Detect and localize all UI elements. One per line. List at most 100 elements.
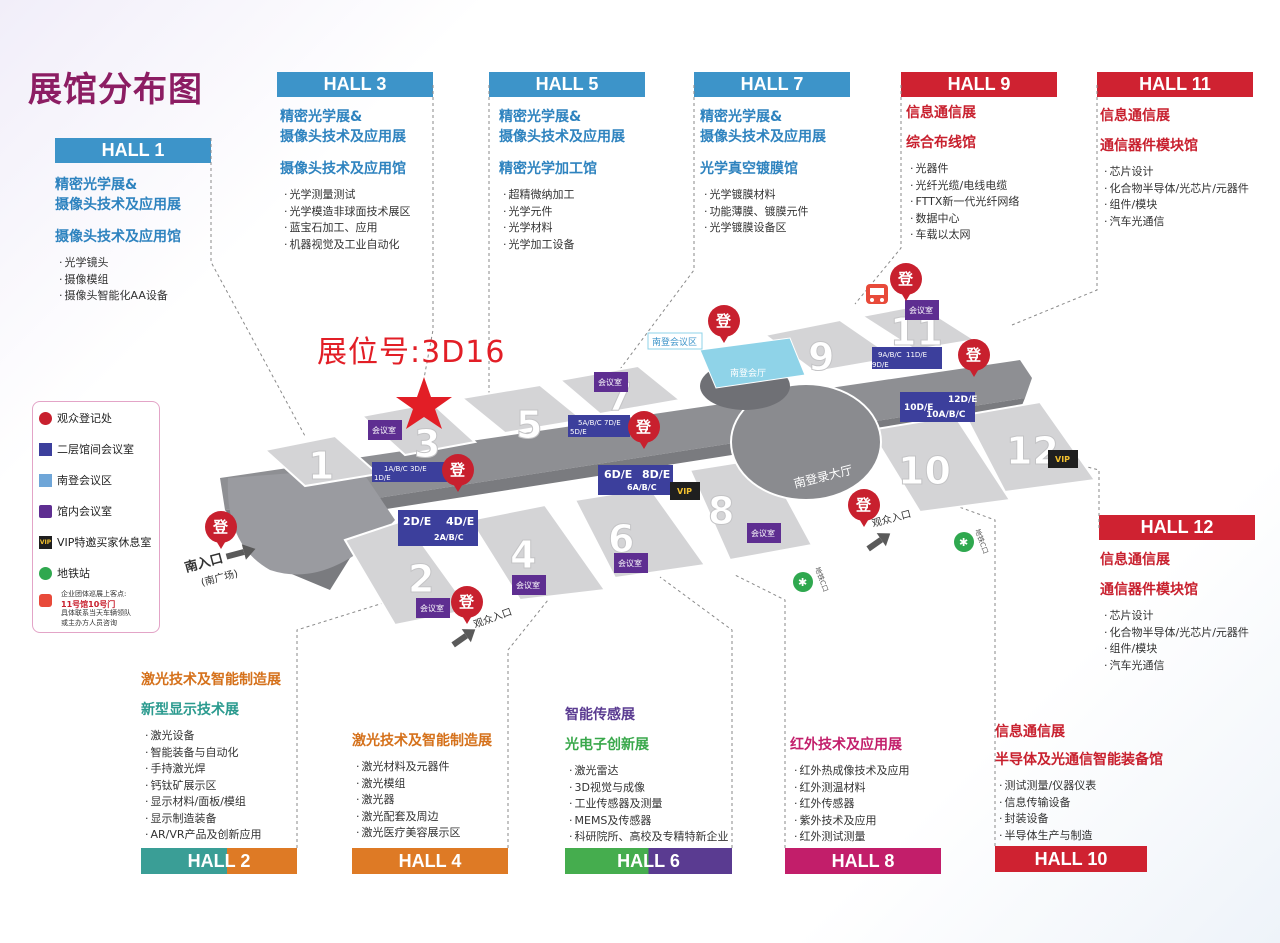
hall-number-8: 8 [708, 489, 734, 533]
second-floor-room-icon [39, 442, 52, 456]
list-item: 激光雷达 [569, 763, 735, 780]
hall8-panel: 红外技术及应用展 红外热成像技术及应用 红外测温材料 红外传感器 紫外技术及应用… [790, 735, 950, 846]
in-hall-room-6 [614, 553, 648, 573]
hall10-subtitle-2: 半导体及光通信智能装备馆 [995, 752, 1163, 768]
list-item: 信息传输设备 [999, 795, 1195, 812]
registration-pin-icon: 登 [848, 489, 880, 527]
south-conf-hall-label: 南登会厅 [730, 367, 766, 379]
list-item: 蓝宝石加工、应用 [284, 220, 490, 237]
hall9-subtitle-2: 综合布线馆 [906, 135, 976, 151]
hall-4-block [468, 503, 607, 602]
list-item: 光学镀膜设备区 [704, 220, 910, 237]
hall11-header: HALL 11 [1097, 72, 1253, 97]
list-item: 激光设备 [145, 728, 301, 745]
hall12-header: HALL 12 [1099, 515, 1255, 540]
hall-number-10: 10 [898, 449, 951, 493]
conf-label: 11D/E [906, 351, 927, 359]
hall2-panel: 激光技术及智能制造展 新型显示技术展 激光设备 智能装备与自动化 手持激光焊 钙… [141, 670, 301, 844]
list-item: 功能薄膜、镀膜元件 [704, 204, 910, 221]
list-item: 智能装备与自动化 [145, 745, 301, 762]
hall6-subtitle-1: 智能传感展 [565, 707, 635, 723]
registration-pins: 登 登 登 登 登 登 登 登 [205, 263, 990, 624]
legend-label: VIP特邀买家休息室 [57, 536, 152, 549]
hall1-subtitle-2: 摄像头技术及应用展 [55, 197, 181, 213]
registration-pin-icon: 登 [628, 411, 660, 449]
leader-line [507, 599, 549, 848]
legend-row: 观众登记处 [39, 410, 112, 426]
list-item: 科研院所、高校及专精特新企业 [569, 829, 735, 846]
list-item: 光学镜头 [59, 255, 265, 272]
hall9-header: HALL 9 [901, 72, 1057, 97]
leader-line [210, 138, 306, 437]
hall3-panel: 精密光学展& 摄像头技术及应用展 摄像头技术及应用馆 光学测量测试 光学模造非球… [280, 107, 490, 253]
in-hall-room-label: 会议室 [751, 528, 775, 538]
hall9-subtitle-1: 信息通信展 [906, 105, 976, 121]
list-item: 芯片设计 [1104, 608, 1270, 625]
hall-number-1: 1 [308, 444, 334, 488]
hall6-footer: HALL 6 [565, 848, 732, 874]
hall5-header: HALL 5 [489, 72, 645, 97]
svg-text:登: 登 [897, 270, 914, 288]
bus-note-line: 具体联系当天车辆领队 [61, 609, 131, 617]
registration-pin-icon: 登 [958, 339, 990, 377]
hall2-items: 激光设备 智能装备与自动化 手持激光焊 钙钛矿展示区 显示材料/面板/模组 显示… [141, 728, 301, 844]
metro-exit-label: 地铁C口 [813, 566, 830, 593]
legend-bus-note: 企业团体巡展上客点: 11号馆10号门 具体联系当天车辆领队 或主办方人员咨询 [61, 590, 155, 628]
hall3-header: HALL 3 [277, 72, 433, 97]
in-hall-room-label: 会议室 [420, 603, 444, 613]
conf-label: 1A/B/C [384, 465, 408, 473]
metro-icon [39, 566, 52, 580]
conf-label: 10A/B/C [926, 410, 966, 420]
conf-label: 6A/B/C [627, 483, 657, 492]
in-hall-room-label: 会议室 [618, 558, 642, 568]
hall1-title: 摄像头技术及应用馆 [55, 229, 181, 245]
list-item: 激光材料及元器件 [356, 759, 512, 776]
svg-text:✱: ✱ [959, 536, 968, 549]
leader-line [659, 576, 733, 848]
list-item: 光纤光缆/电线电缆 [910, 178, 1116, 195]
south-entrance-arrow-icon [225, 544, 256, 560]
hall5-title: 精密光学加工馆 [499, 161, 597, 177]
vip-room-12 [1048, 450, 1078, 468]
vip-icon: VIP [39, 535, 52, 549]
leader-line [611, 85, 695, 381]
hall10-footer: HALL 10 [995, 846, 1147, 872]
svg-text:登: 登 [855, 496, 872, 514]
metro-icon: ✱ [954, 532, 974, 552]
registration-pin-icon: 登 [708, 305, 740, 343]
list-item: 机器视觉及工业自动化 [284, 237, 490, 254]
hall3-title: 摄像头技术及应用馆 [280, 161, 406, 177]
bus-icon [866, 284, 888, 304]
hall1-panel: 精密光学展& 摄像头技术及应用展 摄像头技术及应用馆 光学镜头 摄像模组 摄像头… [55, 175, 265, 305]
list-item: 激光器 [356, 792, 512, 809]
conf-label: 8D/E [642, 468, 670, 481]
south-conf-zone-icon [39, 473, 52, 487]
in-hall-room-8 [747, 523, 781, 543]
hall11-items: 芯片设计 化合物半导体/光芯片/元器件 组件/模块 汽车光通信 [1100, 164, 1270, 230]
hall-3-block [359, 401, 478, 457]
leader-line [939, 499, 996, 846]
conf-label: 4D/E [446, 515, 474, 528]
list-item: 组件/模块 [1104, 197, 1270, 214]
hall-number-5: 5 [516, 403, 542, 447]
list-item: 芯片设计 [1104, 164, 1270, 181]
in-hall-room-7 [594, 372, 628, 392]
hall5-subtitle-1: 精密光学展& [499, 109, 582, 125]
svg-text:登: 登 [965, 346, 982, 364]
south-registration-hall [730, 383, 882, 501]
stand-star-icon [396, 377, 452, 429]
svg-text:登: 登 [715, 312, 732, 330]
hall12-subtitle-1: 信息通信展 [1100, 552, 1170, 568]
in-hall-room-3 [368, 420, 402, 440]
list-item: 工业传感器及测量 [569, 796, 735, 813]
conf-label: 3D/E [410, 465, 427, 473]
list-item: 光学测量测试 [284, 187, 490, 204]
vip-room-6 [670, 482, 700, 500]
list-item: 激光医疗美容展示区 [356, 825, 512, 842]
hall9-items: 光器件 光纤光缆/电线电缆 FTTX新一代光纤网络 数据中心 车载以太网 [906, 161, 1116, 244]
bus-note-line: 企业团体巡展上客点: [61, 590, 127, 598]
hall-number-9: 9 [808, 335, 834, 379]
hall11-panel: 信息通信展 通信器件模块馆 芯片设计 化合物半导体/光芯片/元器件 组件/模块 … [1100, 106, 1270, 230]
conf-room-5-7 [568, 415, 630, 437]
registration-pin-icon: 登 [205, 511, 237, 549]
